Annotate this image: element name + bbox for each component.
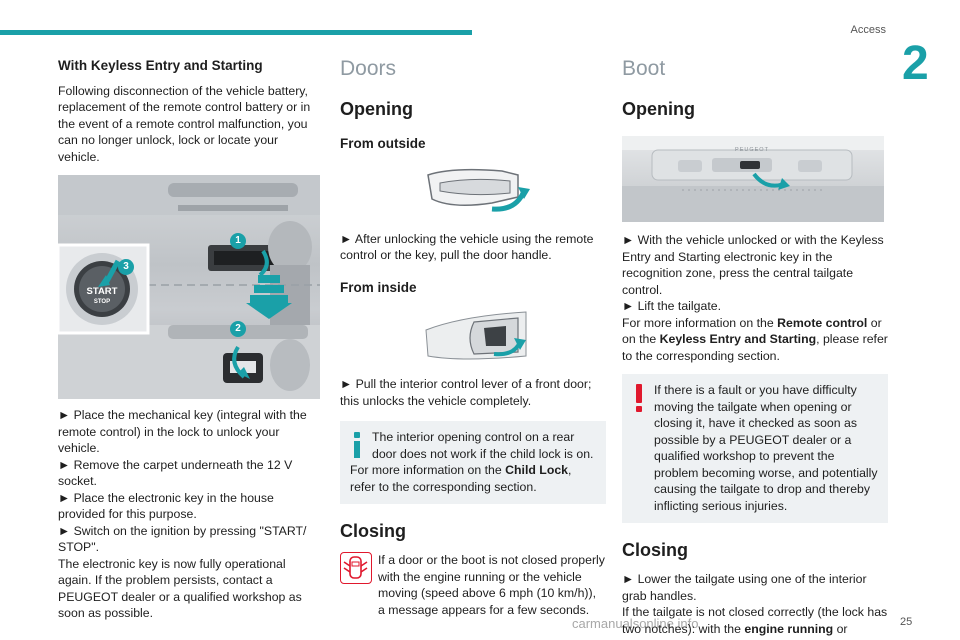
- keyless-step-3: ► Place the electronic key in the house …: [58, 490, 274, 522]
- doors-opening-heading: Opening: [340, 99, 413, 119]
- column-doors: Doors Opening From outside ► After unloc…: [340, 56, 606, 618]
- engine-running-text: engine running: [744, 621, 834, 636]
- boot-more-pre: For more information on the: [622, 315, 778, 330]
- doors-title: Doors: [340, 57, 397, 80]
- boot-more-info: For more information on the Remote contr…: [622, 315, 888, 365]
- console-drawing: [58, 175, 320, 399]
- doors-closing-heading: Closing: [340, 521, 406, 541]
- boot-closing-heading: Closing: [622, 540, 688, 560]
- from-inside-heading: From inside: [340, 279, 417, 295]
- child-lock-note-text: The interior opening control on a rear d…: [372, 430, 594, 461]
- boot-closing-pre: If the tailgate is not closed correctly …: [622, 605, 888, 636]
- column-keyless: With Keyless Entry and Starting Followin…: [58, 56, 320, 622]
- page-number: 25: [900, 616, 913, 628]
- boot-closing-post: or: [833, 621, 848, 636]
- start-label: START: [86, 286, 118, 297]
- keyless-step-4: ► Switch on the ignition by pressing "ST…: [58, 523, 307, 555]
- stop-label: STOP: [93, 299, 111, 305]
- boot-opening-heading: Opening: [622, 99, 695, 119]
- keyless-intro: Following disconnection of the vehicle b…: [58, 83, 311, 164]
- console-illustration: START STOP 1 2 3: [58, 175, 320, 399]
- tailgate-illustration: PEUGEOT: [622, 136, 884, 222]
- from-outside-heading: From outside: [340, 136, 426, 151]
- child-lock-note-more: For more information on the Child Lock, …: [350, 462, 596, 495]
- section-name: Access: [850, 24, 886, 36]
- boot-step-1: ► With the vehicle unlocked or with the …: [622, 233, 884, 297]
- keyless-heading: With Keyless Entry and Starting: [58, 58, 263, 73]
- boot-step-2: ► Lift the tailgate.: [622, 299, 721, 313]
- boot-more-post: , please refer to the corresponding sect…: [622, 332, 888, 363]
- outside-handle-drawing: [427, 168, 530, 212]
- keyless-link-text: Keyless Entry and Starting: [659, 332, 817, 346]
- boot-closing-more: If the tailgate is not closed correctly …: [622, 604, 888, 637]
- tailgate-warning-note: If there is a fault or you have difficul…: [622, 374, 888, 523]
- chapter-number: 2: [902, 37, 929, 90]
- info-icon: [352, 432, 362, 458]
- door-open-warning: If a door or the boot is not closed prop…: [340, 552, 606, 618]
- from-inside-text: ► Pull the interior control lever of a f…: [340, 377, 592, 408]
- boot-title: Boot: [622, 57, 666, 80]
- remote-control-link-text: Remote control: [777, 315, 868, 330]
- keyless-step-2: ► Remove the carpet underneath the 12 V …: [58, 457, 293, 489]
- child-lock-note-pre: For more information on the: [350, 463, 506, 477]
- child-lock-note: The interior opening control on a rear d…: [340, 421, 606, 504]
- inside-lever-illustration: [422, 306, 532, 366]
- door-closing-text: If a door or the boot is not closed prop…: [378, 553, 605, 617]
- callout-3: 3: [118, 259, 134, 275]
- start-button-label: START STOP: [82, 287, 122, 307]
- column-boot: Boot Opening PEUGEOT ► With the vehicle …: [622, 56, 888, 637]
- outside-handle-illustration: [422, 163, 532, 221]
- from-outside-text: ► After unlocking the vehicle using the …: [340, 231, 594, 263]
- keyless-step-1: ► Place the mechanical key (integral wit…: [58, 408, 307, 455]
- callout-1: 1: [230, 233, 246, 249]
- warning-icon: [634, 384, 644, 412]
- inside-lever-drawing: [425, 311, 527, 360]
- car-doors-open-icon: [340, 552, 372, 584]
- child-lock-note-post: , refer to the corresponding section.: [350, 463, 572, 494]
- callout-2: 2: [230, 321, 246, 337]
- tailgate-badge: PEUGEOT: [735, 147, 769, 153]
- boot-more-mid: or on the: [622, 315, 882, 347]
- child-lock-link-text: Child Lock: [505, 463, 569, 477]
- tailgate-drawing: [622, 136, 884, 222]
- header-accent-bar: [0, 30, 472, 35]
- watermark: carmanualsonline.info: [572, 616, 699, 631]
- boot-closing-step: ► Lower the tailgate using one of the in…: [622, 572, 867, 603]
- tailgate-warning-text: If there is a fault or you have difficul…: [654, 383, 878, 513]
- keyless-outro: The electronic key is now fully operatio…: [58, 556, 302, 621]
